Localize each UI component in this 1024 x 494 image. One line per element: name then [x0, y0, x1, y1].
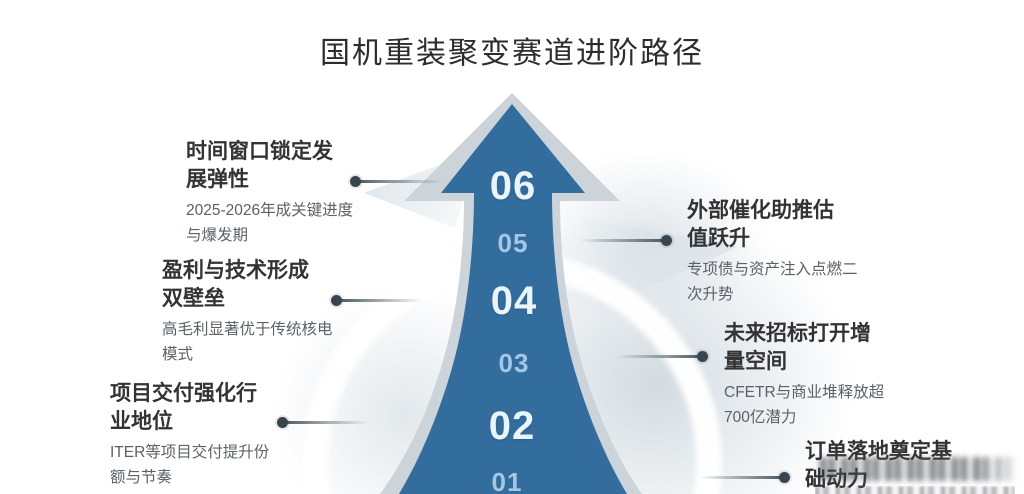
annotation-right-2: 未来招标打开增量空间 CFETR与商业堆释放超700亿潜力 [724, 320, 898, 430]
arrow-main-shape [399, 104, 627, 494]
cut-off-text-blur [815, 486, 1015, 494]
step-number-06: 06 [489, 164, 537, 208]
page-title: 国机重装聚变赛道进阶路径 [320, 37, 704, 70]
step-number-04: 04 [490, 279, 538, 323]
connector-line [694, 476, 784, 479]
annotation-left-3: 项目交付强化行业地位 ITER等项目交付提升份额与节奏 [110, 380, 284, 490]
cut-off-text-row [815, 486, 1015, 494]
step-number-05: 05 [497, 228, 529, 258]
connector-dot [350, 176, 361, 187]
annotation-desc: 专项债与资产注入点燃二次升势 [687, 261, 858, 303]
connector-dot [779, 472, 790, 483]
connector-dot [661, 235, 672, 246]
annotation-left-1: 时间窗口锁定发展弹性 2025-2026年成关键进度与爆发期 [186, 138, 360, 248]
step-number-02: 02 [488, 404, 536, 448]
annotation-right-1: 外部催化助推估值跃升 专项债与资产注入点燃二次升势 [687, 197, 861, 307]
annotation-title: 未来招标打开增量空间 [724, 322, 871, 373]
connector-line [283, 421, 373, 424]
connector-dot [277, 417, 288, 428]
watermark-blur [820, 457, 1018, 481]
annotation-left-2: 盈利与技术形成双壁垒 高毛利显著优于传统核电模式 [162, 257, 336, 367]
annotation-title: 盈利与技术形成双壁垒 [162, 259, 309, 310]
annotation-desc: ITER等项目交付提升份额与节奏 [110, 444, 270, 486]
connector-line [612, 355, 702, 358]
step-number-03: 03 [498, 348, 530, 378]
annotation-desc: 2025-2026年成关键进度与爆发期 [186, 202, 354, 244]
annotation-desc: CFETR与商业堆释放超700亿潜力 [724, 384, 885, 426]
connector-line [337, 299, 427, 302]
connector-dot [331, 295, 342, 306]
step-number-01: 01 [491, 467, 523, 494]
annotation-title: 时间窗口锁定发展弹性 [186, 140, 333, 191]
annotation-title: 外部催化助推估值跃升 [687, 199, 834, 250]
annotation-title: 项目交付强化行业地位 [110, 382, 257, 433]
connector-dot [697, 351, 708, 362]
connector-line [576, 239, 666, 242]
connector-line [356, 180, 448, 183]
annotation-desc: 高毛利显著优于传统核电模式 [162, 321, 333, 363]
